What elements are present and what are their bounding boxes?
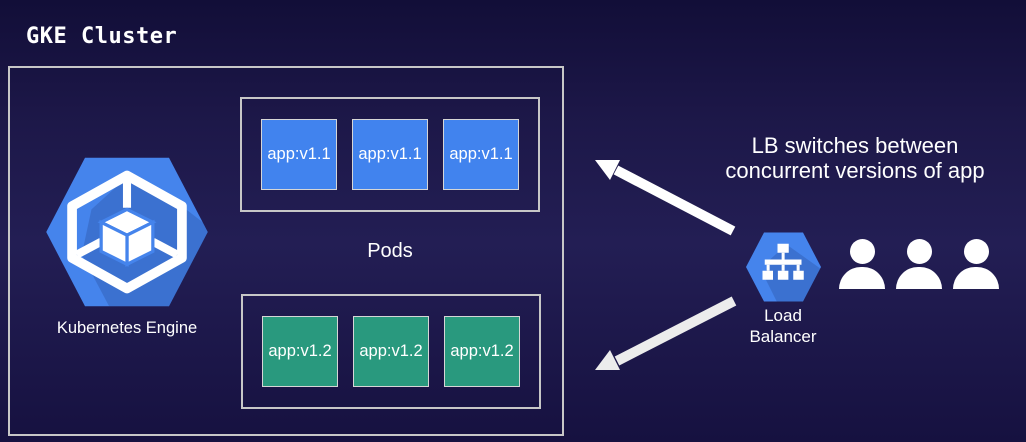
person-body xyxy=(896,267,942,289)
pods-group-v11: app:v1.1 app:v1.1 app:v1.1 xyxy=(240,97,540,212)
caption: LB switches between concurrent versions … xyxy=(688,133,1022,183)
load-balancer-label-line1: Load xyxy=(764,306,802,325)
diagram-title: GKE Cluster xyxy=(26,24,178,49)
users-group xyxy=(838,239,1000,289)
person-icon xyxy=(952,239,1000,289)
person-body xyxy=(839,267,885,289)
person-body xyxy=(953,267,999,289)
pod-box-v12: app:v1.2 xyxy=(262,316,338,387)
pods-group-v12: app:v1.2 app:v1.2 app:v1.2 xyxy=(241,294,541,409)
load-balancer-label-line2: Balancer xyxy=(749,327,817,346)
gke-hexagon-icon xyxy=(46,157,208,307)
person-icon xyxy=(895,239,943,289)
load-balancer: Load Balancer xyxy=(733,231,833,347)
pod-box-v11: app:v1.1 xyxy=(261,119,337,190)
caption-line1: LB switches between xyxy=(751,133,959,158)
arrow-to-v12-pods-icon xyxy=(595,296,737,370)
person-head xyxy=(849,239,875,264)
pod-box-v11: app:v1.1 xyxy=(352,119,428,190)
caption-line2: concurrent versions of app xyxy=(725,158,985,183)
person-head xyxy=(963,239,989,264)
load-balancer-label: Load Balancer xyxy=(733,305,833,347)
kubernetes-engine-label: Kubernetes Engine xyxy=(56,319,198,337)
pods-label: Pods xyxy=(367,240,413,262)
load-balancer-hexagon-icon xyxy=(745,232,821,302)
gke-cluster-box: Kubernetes Engine app:v1.1 app:v1.1 app:… xyxy=(8,66,564,436)
pod-box-v12: app:v1.2 xyxy=(444,316,520,387)
pod-box-v11: app:v1.1 xyxy=(443,119,519,190)
person-head xyxy=(906,239,932,264)
kubernetes-engine: Kubernetes Engine xyxy=(35,152,219,338)
pod-box-v12: app:v1.2 xyxy=(353,316,429,387)
person-icon xyxy=(838,239,886,289)
